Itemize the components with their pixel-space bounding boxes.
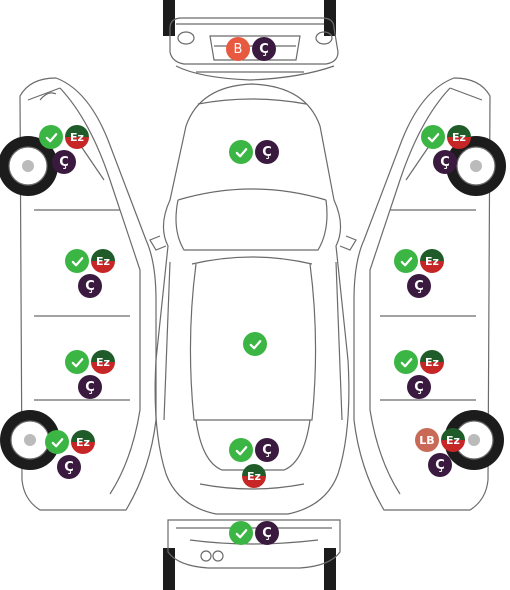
check-icon <box>427 132 439 142</box>
check-icon <box>71 357 83 367</box>
top-view <box>149 83 357 515</box>
check-icon <box>45 132 57 142</box>
left-rear-fender-ez-badge[interactable]: Ez <box>71 430 95 454</box>
check-icon <box>235 445 247 455</box>
right-rear-fender-lb-badge[interactable]: LB <box>415 428 439 452</box>
right-rear-door-check-badge[interactable] <box>394 350 418 374</box>
right-front-fender-ez-badge[interactable]: Ez <box>447 125 471 149</box>
hood-c-badge[interactable]: Ç <box>255 140 279 164</box>
left-front-door-ez-badge[interactable]: Ez <box>91 249 115 273</box>
hood-check-badge[interactable] <box>229 140 253 164</box>
check-icon <box>235 528 247 538</box>
rear-bumper-view <box>163 519 341 590</box>
trunk-ez-badge[interactable]: Ez <box>242 464 266 488</box>
left-rear-door-c-badge[interactable]: Ç <box>78 375 102 399</box>
right-front-door-ez-badge[interactable]: Ez <box>420 249 444 273</box>
left-front-door-c-badge[interactable]: Ç <box>78 274 102 298</box>
check-icon <box>400 256 412 266</box>
check-icon <box>51 437 63 447</box>
left-rear-door-check-badge[interactable] <box>65 350 89 374</box>
right-rear-fender-c-badge[interactable]: Ç <box>428 453 452 477</box>
right-front-door-c-badge[interactable]: Ç <box>407 274 431 298</box>
trunk-check-badge[interactable] <box>229 438 253 462</box>
rear-bumper-c-badge[interactable]: Ç <box>255 521 279 545</box>
check-icon <box>400 357 412 367</box>
left-rear-door-ez-badge[interactable]: Ez <box>91 350 115 374</box>
right-rear-door-c-badge[interactable]: Ç <box>407 375 431 399</box>
left-front-fender-ez-badge[interactable]: Ez <box>65 125 89 149</box>
right-front-fender-check-badge[interactable] <box>421 125 445 149</box>
front-bumper-c-badge[interactable]: Ç <box>252 37 276 61</box>
roof-check-badge[interactable] <box>243 332 267 356</box>
left-rear-fender-check-badge[interactable] <box>45 430 69 454</box>
right-front-door-check-badge[interactable] <box>394 249 418 273</box>
front-bumper-view <box>163 0 339 81</box>
front-bumper-b-badge[interactable]: B <box>226 37 250 61</box>
left-rear-fender-c-badge[interactable]: Ç <box>57 455 81 479</box>
check-icon <box>249 339 261 349</box>
right-front-fender-c-badge[interactable]: Ç <box>433 150 457 174</box>
check-icon <box>71 256 83 266</box>
check-icon <box>235 147 247 157</box>
trunk-c-badge[interactable]: Ç <box>255 438 279 462</box>
rear-bumper-check-badge[interactable] <box>229 521 253 545</box>
right-rear-door-ez-badge[interactable]: Ez <box>420 350 444 374</box>
left-front-fender-c-badge[interactable]: Ç <box>52 150 76 174</box>
left-front-fender-check-badge[interactable] <box>39 125 63 149</box>
right-rear-fender-ez-badge[interactable]: Ez <box>441 428 465 452</box>
left-side-view <box>0 77 157 511</box>
left-front-door-check-badge[interactable] <box>65 249 89 273</box>
